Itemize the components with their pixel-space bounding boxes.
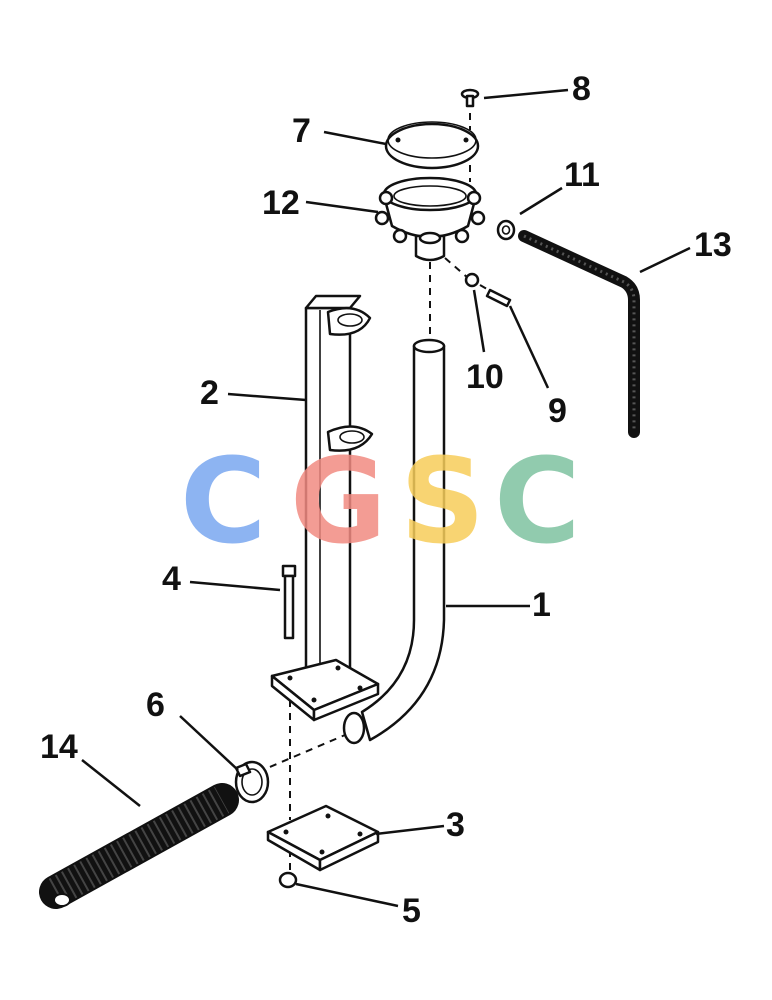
callout-14: 14 bbox=[40, 728, 78, 766]
callout-11: 11 bbox=[564, 156, 600, 194]
part-10-small-nut bbox=[464, 272, 480, 288]
callout-1: 1 bbox=[532, 586, 551, 624]
callout-7: 7 bbox=[292, 112, 311, 150]
callout-10: 10 bbox=[466, 358, 504, 396]
callout-3: 3 bbox=[446, 806, 465, 844]
callout-8: 8 bbox=[572, 70, 591, 108]
callout-6: 6 bbox=[146, 686, 165, 724]
part-3-square-plate bbox=[266, 804, 380, 872]
watermark-letter-g: G bbox=[290, 432, 387, 570]
watermark-letter-c2: C bbox=[494, 432, 581, 570]
part-13-bent-hose bbox=[518, 230, 640, 438]
callout-5: 5 bbox=[402, 892, 421, 930]
watermark-letter-c1: C bbox=[180, 432, 267, 570]
callout-2: 2 bbox=[200, 374, 219, 412]
part-8-screw bbox=[460, 88, 480, 108]
callout-4: 4 bbox=[162, 560, 181, 598]
watermark-letter-s: S bbox=[400, 432, 485, 570]
leader-lines bbox=[81, 88, 691, 908]
part-6-hose-clamp bbox=[234, 760, 270, 804]
part-9-small-screw bbox=[485, 288, 512, 308]
part-7-cover-plate bbox=[384, 121, 480, 170]
part-2-support-post bbox=[270, 294, 380, 722]
part-1-bent-pipe bbox=[342, 338, 446, 745]
watermark-cgsc: C G S C bbox=[180, 432, 581, 570]
callout-numbers: 8 7 11 12 13 10 2 9 4 1 6 14 3 5 bbox=[40, 70, 732, 930]
part-12-collector-housing bbox=[374, 176, 486, 262]
part-11-nut bbox=[496, 219, 516, 241]
part-5-nut bbox=[278, 871, 298, 889]
callout-12: 12 bbox=[262, 184, 300, 222]
callout-13: 13 bbox=[694, 226, 732, 264]
callout-9: 9 bbox=[548, 392, 567, 430]
part-4-long-bolt bbox=[281, 564, 297, 640]
part-14-corrugated-hose bbox=[39, 783, 239, 909]
